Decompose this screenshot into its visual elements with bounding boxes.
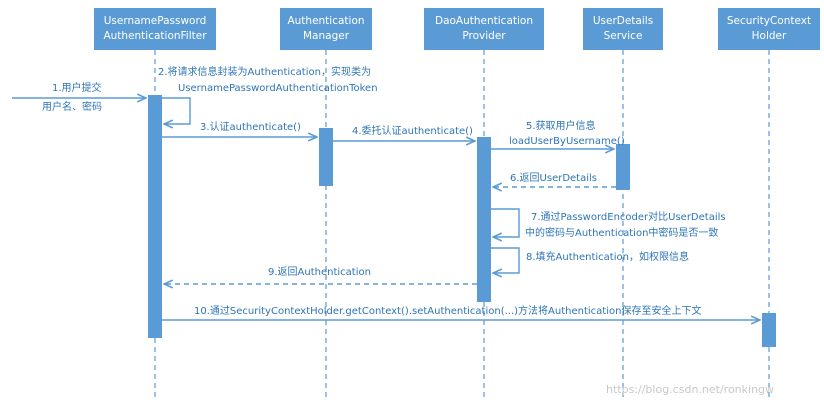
arrow-msg-8	[491, 247, 520, 273]
participant-filter-line2: AuthenticationFilter	[103, 30, 207, 42]
msg-6: 6.返回UserDetails	[510, 173, 598, 184]
msg-7-line2: 中的密码与Authentication中密码是否一致	[525, 228, 719, 239]
arrow-msg-2	[162, 97, 191, 124]
msg-1-line2: 用户名、密码	[42, 102, 102, 113]
participant-userdetails: UserDetails Service	[583, 8, 663, 50]
msg-8: 8.填充Authentication，如权限信息	[526, 252, 689, 263]
participant-context-line2: Holder	[751, 30, 787, 42]
participant-filter: UsernamePassword AuthenticationFilter	[94, 8, 216, 50]
activation-provider	[477, 137, 491, 302]
participant-context: SecurityContext Holder	[718, 8, 820, 50]
msg-2-line1: 2.将请求信息封装为Authentication，实现类为	[158, 67, 371, 78]
msg-9: 9.返回Authentication	[268, 267, 371, 278]
participant-manager: Authentication Manager	[280, 8, 372, 50]
participant-provider: DaoAuthentication Provider	[424, 8, 544, 50]
participant-userdetails-line1: UserDetails	[592, 15, 654, 27]
participant-context-line1: SecurityContext	[726, 15, 812, 27]
msg-10: 10.通过SecurityContextHolder.getContext().…	[194, 306, 702, 317]
participant-provider-line2: Provider	[462, 30, 506, 42]
participant-provider-line1: DaoAuthentication	[434, 15, 534, 27]
activation-manager	[319, 128, 333, 186]
participant-manager-line2: Manager	[302, 30, 350, 42]
activation-context	[762, 313, 776, 347]
arrow-msg-7	[491, 208, 520, 237]
participant-userdetails-line2: Service	[603, 30, 643, 42]
participant-manager-line1: Authentication	[287, 15, 365, 27]
msg-1-line1: 1.用户提交	[52, 83, 102, 94]
msg-3: 3.认证authenticate()	[200, 122, 301, 133]
msg-5-line1: 5.获取用户信息	[526, 121, 596, 132]
activation-filter	[148, 95, 162, 338]
msg-4: 4.委托认证authenticate()	[352, 126, 473, 137]
activation-userdetails	[616, 144, 630, 190]
msg-2-line2: UsernamePasswordAuthenticationToken	[178, 83, 378, 94]
participant-filter-line1: UsernamePassword	[103, 15, 207, 27]
watermark: https://blog.csdn.net/ronkingw	[606, 383, 775, 396]
msg-7-line1: 7.通过PasswordEncoder对比UserDetails	[531, 212, 726, 223]
msg-5-line2: loadUserByUsername()	[509, 136, 625, 147]
